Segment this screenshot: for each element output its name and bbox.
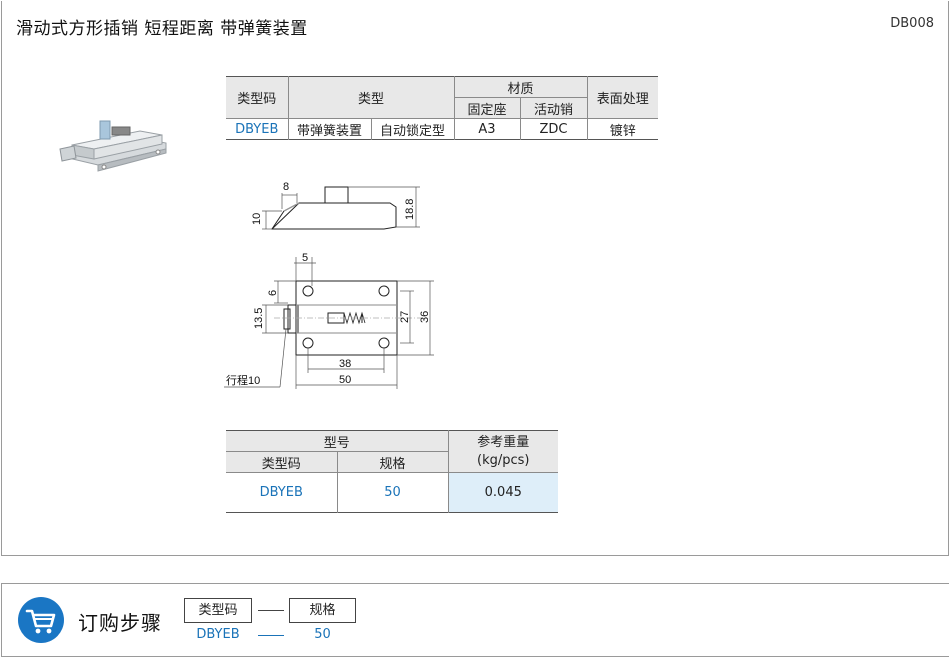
weight-value-type-code: DBYEB (226, 472, 338, 513)
dim-top-27: 27 (399, 311, 411, 323)
weight-value-spec: 50 (336, 472, 449, 513)
weight-header-weight: 参考重量 (kg/pcs) (447, 430, 558, 473)
spec-value-type-code: DBYEB (226, 118, 289, 140)
dim-top-6: 6 (267, 290, 279, 296)
spec-value-type-1: 带弹簧装置 (287, 118, 372, 140)
order-steps-panel: 订购步骤 类型码 规格 DBYEB 50 (1, 583, 949, 657)
weight-header-model: 型号 (226, 430, 449, 452)
dim-top-13-5: 13.5 (253, 308, 265, 329)
weight-value-weight: 0.045 (447, 472, 558, 513)
step-type-code-value: DBYEB (196, 627, 240, 642)
product-image (59, 120, 167, 172)
dim-top-36: 36 (419, 311, 431, 323)
side-view (262, 186, 420, 230)
dim-side-10: 10 (251, 213, 263, 225)
cart-icon (18, 597, 64, 643)
step-spec-box: 规格 (289, 598, 356, 623)
spec-header-material: 材质 (453, 76, 588, 98)
spec-header-pin: 活动销 (519, 97, 587, 119)
spec-value-pin: ZDC (519, 118, 588, 140)
dim-top-5: 5 (302, 252, 308, 264)
stroke-label: 行程10 (226, 374, 260, 387)
weight-header-spec: 规格 (336, 451, 448, 473)
spec-header-type-code: 类型码 (226, 76, 289, 119)
dim-top-38: 38 (339, 358, 351, 370)
dim-side-18-8: 18.8 (404, 199, 416, 220)
weight-table: 型号 参考重量 (kg/pcs) 类型码 规格 DBYEB 50 0.045 (226, 430, 558, 513)
order-title: 订购步骤 (78, 611, 162, 635)
spec-value-type-2: 自动锁定型 (370, 118, 455, 140)
product-panel: 滑动式方形插销 短程距离 带弹簧装置 DB008 类型码 类型 材质 表面处理 … (1, 1, 949, 556)
step-connector (258, 610, 284, 611)
top-view (224, 257, 434, 389)
page-title: 滑动式方形插销 短程距离 带弹簧装置 (16, 19, 308, 39)
weight-header-weight-label: 参考重量 (477, 434, 530, 450)
step-value-connector (258, 635, 284, 636)
weight-header-weight-unit: (kg/pcs) (477, 452, 530, 468)
spec-value-surface: 镀锌 (586, 118, 658, 140)
spec-header-base: 固定座 (454, 97, 521, 119)
spec-table: 类型码 类型 材质 表面处理 固定座 活动销 DBYEB 带弹簧装置 自动锁定型… (226, 76, 658, 140)
step-type-code-box: 类型码 (184, 598, 252, 623)
step-spec-value: 50 (314, 627, 331, 642)
dim-top-50: 50 (339, 374, 351, 386)
spec-value-base: A3 (453, 118, 521, 140)
technical-drawing: 8 10 18.8 (224, 181, 434, 389)
spec-header-type: 类型 (287, 76, 455, 119)
weight-header-type-code: 类型码 (226, 451, 338, 473)
spec-header-surface: 表面处理 (586, 76, 658, 119)
product-code: DB008 (890, 16, 934, 31)
dim-side-8: 8 (283, 181, 289, 193)
